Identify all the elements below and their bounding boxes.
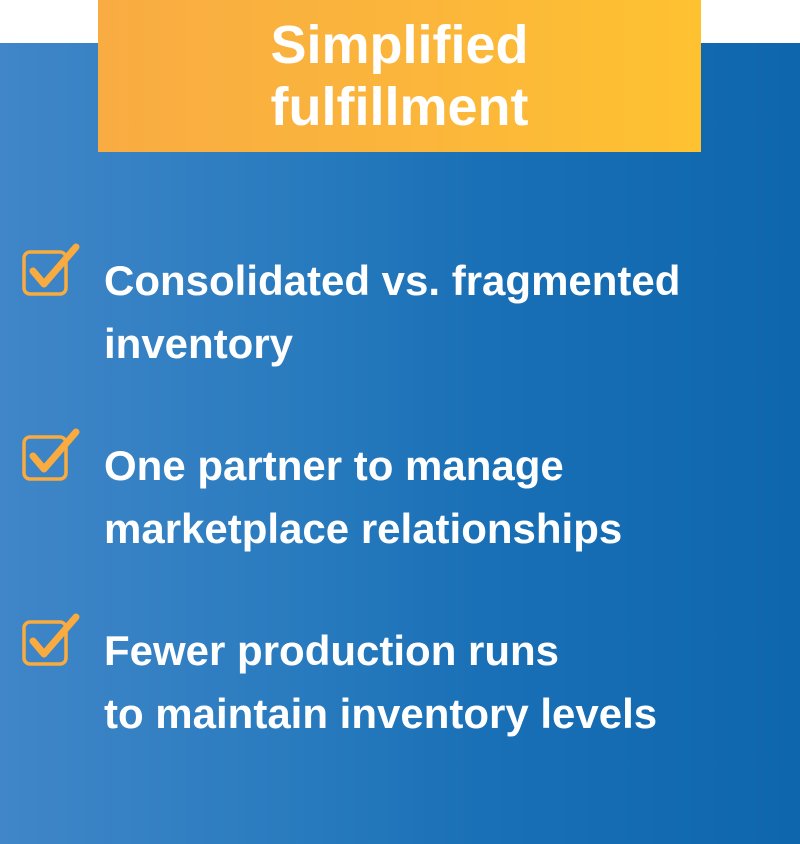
title-line-2: fulfillment [270,77,529,137]
checkbox-checked-icon [22,428,80,481]
benefit-text: Consolidated vs. fragmented inventory [104,249,680,375]
benefit-text-line-2: to maintain inventory levels [104,690,658,737]
title-line-1: Simplified [270,15,529,75]
benefit-text-line-2: inventory [104,320,294,367]
blue-panel [0,43,800,844]
benefit-text-line-1: Fewer production runs [104,627,560,674]
benefit-text: Fewer production runs to maintain invent… [104,619,657,745]
benefit-text-line-1: Consolidated vs. fragmented [104,257,681,304]
checkbox-checked-icon [22,613,80,666]
benefit-text-line-2: marketplace relationships [104,505,623,552]
benefit-text-line-1: One partner to manage [104,442,564,489]
checkbox-checked-icon [22,243,80,296]
benefit-text: One partner to manage marketplace relati… [104,434,622,560]
title-box: Simplified fulfillment [98,0,701,152]
